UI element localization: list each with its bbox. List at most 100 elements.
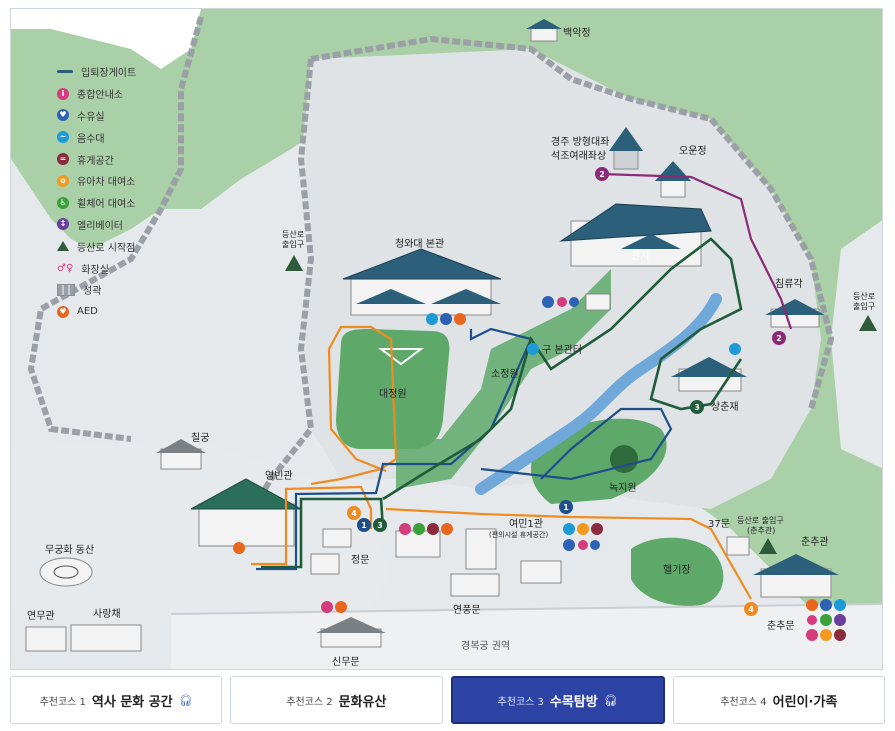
- tab-course-4[interactable]: 추천코스 4 어린이·가족: [672, 676, 885, 724]
- course4-route-b: [385, 507, 752, 600]
- label-trail-right-1: 등산로: [853, 291, 875, 301]
- outside-area: [11, 9, 201, 69]
- course-marker-2-right[interactable]: 2: [772, 331, 786, 345]
- stroller-icon: o: [57, 174, 69, 187]
- yeonmu-building[interactable]: [25, 624, 142, 652]
- trailhead-icon-left[interactable]: [285, 255, 303, 271]
- label-heli: 헬기장: [663, 564, 691, 576]
- legend-row-rest: =휴게공간: [57, 148, 197, 170]
- facility-icons-sinmu[interactable]: [321, 601, 347, 613]
- yeomin-building[interactable]: [465, 528, 562, 584]
- sangchunjae-building[interactable]: [671, 357, 747, 392]
- label-sangchunjae: 상춘재: [711, 401, 739, 413]
- tab-course-2[interactable]: 추천코스 2 문화유산: [230, 676, 443, 724]
- label-daejeongwon: 대정원: [379, 388, 407, 400]
- rest-area-icon: =: [57, 153, 69, 166]
- course-marker-3-sangchun[interactable]: 3: [690, 400, 704, 414]
- label-trail-bottom-2: (춘추관): [747, 525, 775, 535]
- site-map[interactable]: 2 2 3 1 1 3 4 4 백악정 경주 방형대: [11, 9, 883, 670]
- label-sinmu: 신무문: [332, 656, 360, 668]
- headphones-icon: 🎧︎: [178, 693, 193, 707]
- svg-text:3: 3: [377, 521, 383, 530]
- facility-icons-residence[interactable]: [542, 296, 579, 308]
- label-buddha-1: 경주 방형대좌: [551, 135, 609, 148]
- legend-row-aed: ♥AED: [57, 301, 197, 323]
- sinmu-gate[interactable]: [316, 617, 386, 648]
- course-marker-4-chunchu[interactable]: 4: [744, 602, 758, 616]
- course-marker-1-gate[interactable]: 1: [357, 518, 371, 532]
- legend-row-wheelchair: ♿휠체어 대여소: [57, 192, 197, 214]
- trailhead-icon: [57, 241, 69, 252]
- label-sarangjae: 사랑채: [93, 608, 121, 620]
- svg-text:2: 2: [776, 334, 782, 343]
- gate37-building[interactable]: [726, 536, 750, 556]
- label-trail-left-2: 출입구: [282, 239, 304, 249]
- course-marker-1-nokji[interactable]: 1: [559, 500, 573, 514]
- label-chunchugwan: 춘추관: [801, 536, 829, 548]
- svg-text:4: 4: [351, 509, 357, 518]
- svg-text:2: 2: [599, 170, 605, 179]
- mugunghwa-garden-inner: [53, 565, 79, 579]
- trailhead-icon-bottom[interactable]: [759, 538, 777, 554]
- label-nokjiwon: 녹지원: [609, 482, 637, 494]
- main-hall-building[interactable]: [342, 248, 502, 316]
- bottom-road: [171, 604, 882, 669]
- facility-icons-yeomin[interactable]: [563, 523, 603, 551]
- label-oun: 오운정: [679, 145, 707, 157]
- course1-route: [256, 327, 533, 571]
- course-marker-4-gate[interactable]: 4: [347, 506, 361, 520]
- water-fountain-icon: ~: [57, 131, 69, 144]
- yeongbingwan-building[interactable]: [190, 478, 302, 547]
- facility-icons-jeongmun[interactable]: [399, 523, 453, 535]
- course-marker-3-gate[interactable]: 3: [373, 518, 387, 532]
- residence-building[interactable]: [559, 203, 712, 267]
- trailhead-icon-right[interactable]: [859, 315, 877, 331]
- road-edge: [170, 603, 882, 615]
- heliport-lawn: [631, 537, 724, 606]
- map-frame[interactable]: 2 2 3 1 1 3 4 4 백악정 경주 방형대: [10, 8, 883, 670]
- label-chilgung: 칠궁: [191, 432, 209, 444]
- label-main-hall: 청와대 본관: [395, 238, 444, 250]
- yeonpung-gate[interactable]: [450, 573, 500, 597]
- legend-row-trail: 등산로 시작점: [57, 235, 197, 257]
- facility-icon-old-hall[interactable]: [527, 343, 539, 355]
- chimnyu-building[interactable]: [765, 299, 825, 328]
- svg-text:1: 1: [361, 521, 367, 530]
- baekakjeong-pavilion[interactable]: [526, 19, 562, 42]
- label-mugunghwa: 무궁화 동산: [45, 544, 94, 556]
- facility-icon-sangchun[interactable]: [729, 343, 741, 355]
- course3-route-b: [382, 237, 743, 501]
- label-yeongbingwan: 영빈관: [265, 470, 293, 482]
- course4-route-a: [310, 325, 398, 486]
- facility-icons-chunchu[interactable]: [806, 599, 846, 641]
- tab-course-3[interactable]: 추천코스 3 수목탐방 🎧︎: [450, 676, 665, 724]
- fortress-wall-inner: [238, 58, 315, 531]
- fortress-wall-icon: [57, 283, 75, 296]
- label-old-hall: 구 본관터: [542, 344, 582, 356]
- course-marker-2-top[interactable]: 2: [595, 167, 609, 181]
- wheelchair-icon: ♿: [57, 196, 69, 209]
- svg-text:4: 4: [748, 605, 754, 614]
- label-yeomin-1: 여민1관: [509, 518, 543, 530]
- buddha-statue[interactable]: [609, 127, 643, 170]
- svg-text:3: 3: [694, 403, 700, 412]
- label-buddha-2: 석조여래좌상: [551, 150, 606, 162]
- label-trail-left-1: 등산로: [282, 229, 304, 239]
- mugunghwa-garden-shape: [39, 557, 93, 587]
- label-trail-right-2: 출입구: [853, 301, 875, 311]
- small-buildings: [310, 293, 611, 575]
- label-gyeongbok: 경복궁 권역: [461, 639, 510, 652]
- facility-icon-yeongbingwan[interactable]: [233, 542, 245, 554]
- legend-row-nursing: ♥수유실: [57, 105, 197, 127]
- label-chunchumun: 춘추문: [767, 620, 795, 632]
- legend-row-gate: 입퇴장게이트: [57, 61, 197, 83]
- stream: [475, 293, 722, 495]
- label-trail-bottom-1: 등산로 출입구: [737, 515, 784, 525]
- chunchugwan-building[interactable]: [753, 554, 839, 598]
- facility-icons-main-hall[interactable]: [426, 313, 466, 325]
- tab-course-1[interactable]: 추천코스 1 역사 문화 공간 🎧︎: [10, 676, 223, 724]
- chilgung-building[interactable]: [156, 439, 206, 470]
- label-yeomin-2: (편의시설 휴게공간): [489, 530, 548, 539]
